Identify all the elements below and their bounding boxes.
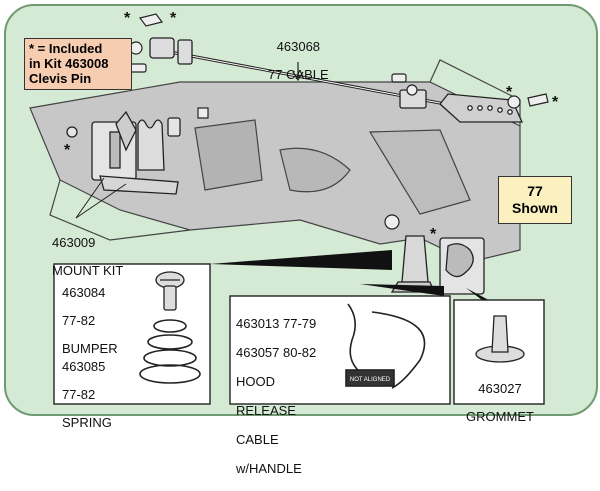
cable-label: 463068 77 CABLE	[268, 26, 329, 96]
cable-part-number: 463068	[276, 39, 321, 54]
release-cable-line: HOOD	[236, 373, 275, 389]
diagram-artwork: NOT ALIGNED	[29, 13, 549, 405]
clevis-pin-top	[138, 13, 164, 27]
grommet-label: 463027 GROMMET	[460, 368, 540, 438]
spring-label: 463085 77-82 SPRING	[62, 346, 112, 444]
model-year: 77	[527, 183, 543, 199]
grommet-name: GROMMET	[466, 409, 534, 424]
kit-note: * = Included in Kit 463008 Clevis Pin	[24, 38, 132, 90]
right-latch-assembly	[390, 235, 485, 295]
cable-463068	[169, 50, 446, 106]
cable-name: 77 CABLE	[268, 67, 329, 82]
release-cable-line: w/HANDLE	[236, 460, 302, 476]
asterisk-marker: *	[64, 142, 71, 159]
release-cable-line: 463013 77-79	[236, 315, 317, 331]
mount-kit-leaders	[75, 177, 127, 219]
clevis-pins	[129, 13, 549, 230]
cable-brackets	[149, 37, 524, 123]
clevis-pin-right	[527, 93, 549, 107]
bumper-label: 463084 77-82 BUMPER	[62, 272, 118, 370]
bumper-icon	[155, 271, 185, 311]
grommet-part-number: 463027	[478, 381, 522, 396]
bumper-part-number: 463084	[62, 285, 106, 300]
release-cable-icon	[345, 303, 426, 389]
model-shown-badge: 77 Shown	[498, 176, 572, 224]
asterisk-marker: *	[552, 94, 559, 111]
release-cable-line: 463057 80-82	[236, 344, 317, 360]
bumper-name: BUMPER	[62, 341, 118, 356]
shown-text: Shown	[512, 200, 558, 216]
kit-note-line: * = Included	[29, 41, 103, 56]
asterisk-marker: *	[506, 84, 513, 101]
bumper-spring-box	[53, 263, 211, 405]
asterisk-marker: *	[430, 226, 437, 243]
bumper-years: 77-82	[62, 313, 96, 328]
release-cable-box	[229, 295, 451, 405]
release-cable-line: RELEASE	[236, 402, 296, 418]
callout-wedge-bumper	[210, 250, 392, 270]
spring-name: SPRING	[62, 415, 112, 430]
release-cable-line: CABLE	[236, 431, 279, 447]
release-cable-label: 463013 77-79 463057 80-82 HOOD RELEASE C…	[236, 302, 316, 491]
kit-note-line: Clevis Pin	[29, 71, 92, 86]
grommet-icon	[475, 315, 525, 363]
callout-wedge-cable	[360, 284, 444, 296]
asterisk-marker: *	[124, 10, 131, 27]
spring-part-number: 463085	[62, 359, 106, 374]
mount-kit-part-number: 463009	[52, 235, 96, 250]
spring-icon	[139, 319, 201, 384]
handle-text: NOT ALIGNED	[350, 377, 391, 383]
mount-kit-label: 463009 MOUNT KIT	[52, 222, 123, 292]
left-latch-assembly	[66, 110, 181, 195]
mount-kit-name: MOUNT KIT	[52, 263, 124, 278]
spring-years: 77-82	[62, 387, 96, 402]
asterisk-marker: *	[170, 10, 177, 27]
kit-note-line: in Kit 463008	[29, 56, 109, 71]
